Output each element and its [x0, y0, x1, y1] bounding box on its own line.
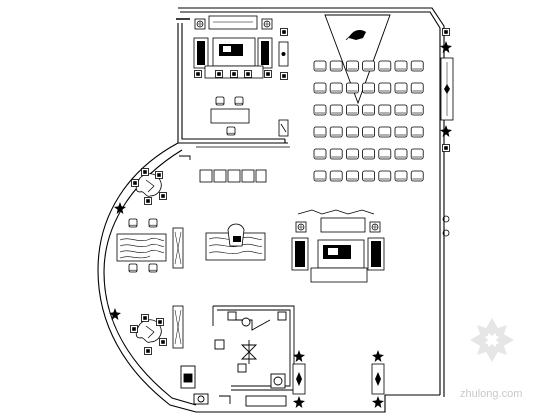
door-mark	[179, 155, 191, 160]
seat	[345, 82, 359, 94]
seat	[394, 82, 408, 94]
seat	[394, 170, 408, 182]
seat	[329, 148, 343, 160]
seat	[345, 126, 359, 138]
seat	[378, 104, 392, 116]
seat	[329, 82, 343, 94]
seat	[329, 104, 343, 116]
lounge-set-top	[193, 15, 289, 80]
meeting-lounge-right	[291, 209, 385, 283]
seat	[410, 60, 424, 72]
service-room	[180, 305, 295, 407]
seat	[313, 104, 327, 116]
projection-area	[324, 14, 391, 105]
seat	[362, 82, 376, 94]
seat	[410, 104, 424, 116]
seat	[378, 170, 392, 182]
seat	[378, 60, 392, 72]
seat	[329, 126, 343, 138]
bottom-right-decor	[292, 350, 385, 408]
watermark-text: zhulong.com	[460, 388, 522, 400]
seat	[394, 104, 408, 116]
seat	[394, 148, 408, 160]
seat	[362, 170, 376, 182]
seat	[378, 82, 392, 94]
seat	[362, 60, 376, 72]
seat	[329, 60, 343, 72]
seat	[345, 170, 359, 182]
seat	[345, 148, 359, 160]
seat	[410, 170, 424, 182]
seat	[362, 126, 376, 138]
outer-walls	[97, 7, 445, 413]
auditorium-seating	[313, 60, 424, 182]
seat	[394, 126, 408, 138]
seat	[313, 126, 327, 138]
seat	[394, 60, 408, 72]
seat	[410, 82, 424, 94]
office-desk	[210, 96, 289, 137]
seat	[362, 148, 376, 160]
right-wall-decor	[440, 28, 454, 237]
seat	[362, 104, 376, 116]
seat	[313, 82, 327, 94]
seat	[313, 60, 327, 72]
seat	[313, 148, 327, 160]
reception-counter	[199, 169, 267, 183]
seat	[410, 148, 424, 160]
seat	[378, 148, 392, 160]
dining-tables-left	[116, 218, 184, 273]
zhulong-flower-logo-icon	[470, 318, 514, 362]
seat	[345, 104, 359, 116]
seat	[345, 60, 359, 72]
lounge-cluster-left-top	[114, 168, 167, 214]
center-table	[205, 223, 266, 261]
seat	[410, 126, 424, 138]
seat	[329, 170, 343, 182]
seat	[378, 126, 392, 138]
lounge-cluster-left-bottom	[109, 305, 184, 355]
seat	[313, 170, 327, 182]
